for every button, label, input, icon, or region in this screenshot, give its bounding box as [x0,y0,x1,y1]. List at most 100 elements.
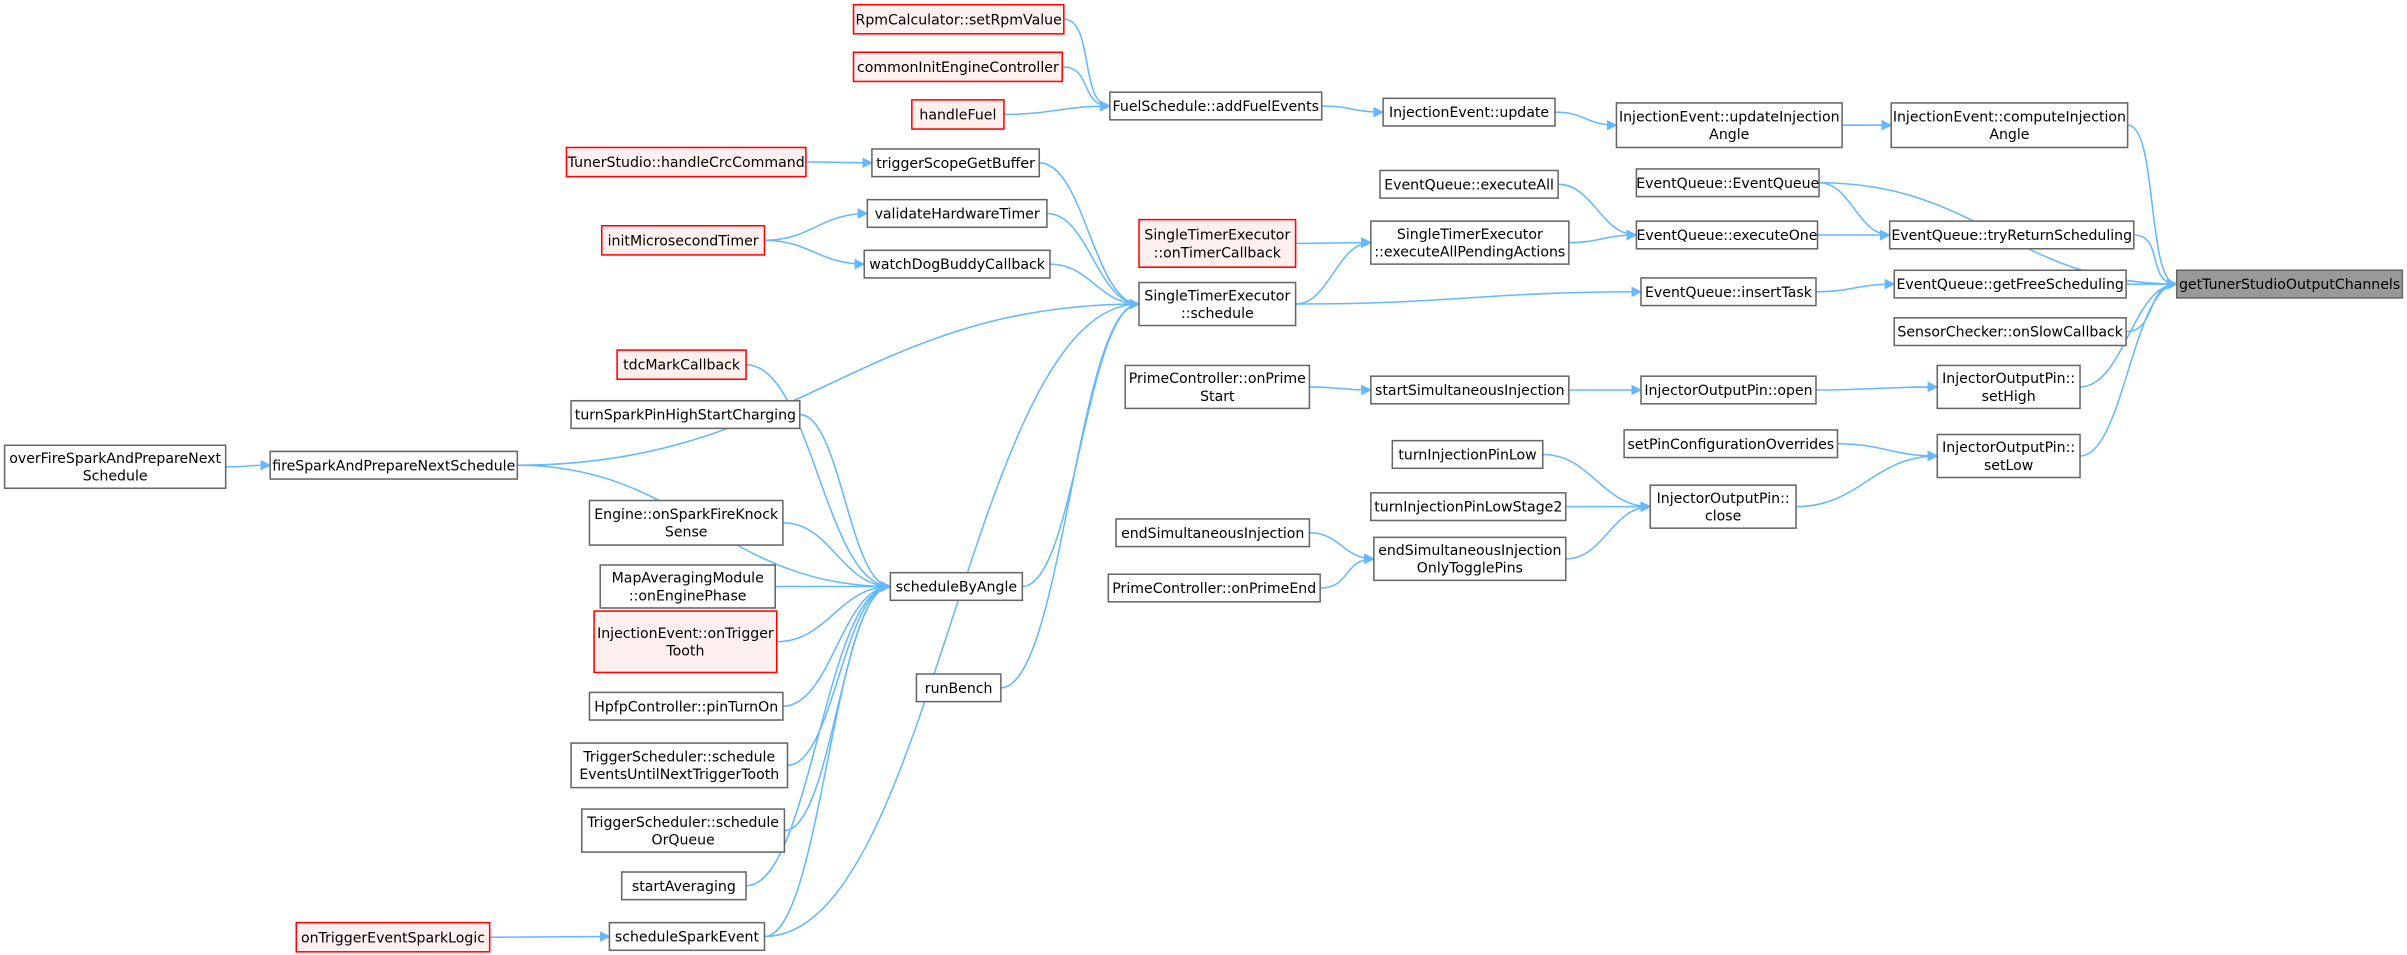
node-label: PrimeController::onPrime [1129,371,1306,387]
node-triggerscopegetbuffer[interactable]: triggerScopeGetBuffer [871,148,1041,178]
node-box [911,99,1005,130]
node-box [1370,492,1567,522]
edge-injTrig-to-sba [776,581,892,643]
node-label: HpfpController::pinTurnOn [594,699,778,715]
node-eventqueue-tryreturnscheduling[interactable]: EventQueue::tryReturnScheduling [1888,220,2135,250]
node-box [599,564,776,609]
node-startaveraging[interactable]: startAveraging [620,871,747,901]
edge-setHigh-to-getTS [2080,278,2178,388]
node-label: setHigh [1982,389,2036,405]
node-label: scheduleByAngle [896,580,1017,596]
edge-setLow-to-getTS [2079,278,2178,457]
node-label: EventQueue::insertTask [1645,285,1813,301]
node-label: initMicrosecondTimer [608,233,759,249]
edge-tryReturn-to-getTS [2133,234,2178,290]
node-rpmcalculator-setrpmvalue[interactable]: RpmCalculator::setRpmValue [852,3,1065,35]
node-box [1382,97,1556,127]
node-injectoroutputpin-setlow[interactable]: InjectorOutputPin::setLow [1936,433,2081,479]
node-label: EventQueue::EventQueue [1636,176,1819,192]
edges-layer [225,18,2178,942]
node-box [1138,218,1297,268]
node-label: runBench [925,681,993,697]
node-label: Engine::onSparkFireKnock [594,507,779,523]
node-box [2175,269,2404,299]
node-label: fireSparkAndPrepareNextSchedule [272,458,515,474]
node-schedulebyangle[interactable]: scheduleByAngle [889,571,1024,602]
node-fuelschedule-addfuelevents[interactable]: FuelSchedule::addFuelEvents [1109,91,1323,121]
node-eventqueue-getfreescheduling[interactable]: EventQueue::getFreeScheduling [1893,269,2127,299]
edge-pinClose-to-setLow [1796,450,1939,508]
edge-endSimOnly-to-pinClose [1565,501,1652,560]
node-initmicrosecondtimer[interactable]: initMicrosecondTimer [600,224,766,256]
node-label: InjectorOutputPin::open [1644,383,1812,399]
node-eventqueue-eventqueue[interactable]: EventQueue::EventQueue [1635,168,1820,198]
node-triggerscheduler-schedule-eventsuntilnexttriggertooth[interactable]: TriggerScheduler::scheduleEventsUntilNex… [570,742,789,789]
node-box [1370,375,1570,405]
node-box [269,450,519,480]
edge-turnSpark-to-sba [799,413,892,592]
node-commoninitenginecontroller[interactable]: commonInitEngineController [852,51,1064,83]
node-label: TriggerScheduler::schedule [586,815,779,831]
node-startsimultaneousinjection[interactable]: startSimultaneousInjection [1370,375,1570,405]
edge-schedSpark-to-sba [764,581,892,938]
node-label: EventQueue::executeAll [1384,177,1554,193]
node-ontriggereventsparklogic[interactable]: onTriggerEventSparkLogic [295,921,491,953]
node-turninjectionpinlow[interactable]: turnInjectionPinLow [1391,439,1544,470]
node-singletimerexecutor-ontimercallback[interactable]: SingleTimerExecutor::onTimerCallback [1138,218,1297,268]
node-label: MapAveragingModule [612,571,764,587]
node-injectoroutputpin-open[interactable]: InjectorOutputPin::open [1640,375,1817,405]
node-singletimerexecutor-executeallpendingactions[interactable]: SingleTimerExecutor::executeAllPendingAc… [1370,220,1570,265]
node-label: InjectorOutputPin:: [1942,371,2075,387]
node-box [1115,518,1311,548]
node-label: RpmCalculator::setRpmValue [856,12,1062,28]
node-handlefuel[interactable]: handleFuel [911,99,1005,130]
node-runbench[interactable]: runBench [915,673,1002,703]
node-turninjectionpinlowstage2[interactable]: turnInjectionPinLowStage2 [1370,492,1567,522]
node-schedulesparkevent[interactable]: scheduleSparkEvent [608,921,766,952]
edge-pinOpen-to-setHigh [1815,381,1939,393]
node-hpfpcontroller-pinturnon[interactable]: HpfpController::pinTurnOn [588,691,784,721]
node-box [3,444,227,490]
node-eventqueue-inserttask[interactable]: EventQueue::insertTask [1640,277,1817,307]
edge-runBench-to-schedule [1000,298,1141,689]
node-gettunerstudiooutputchannels[interactable]: getTunerStudioOutputChannels [2175,269,2404,299]
edge-endSim-to-endSimOnly [1309,531,1375,565]
node-label: watchDogBuddyCallback [869,257,1045,273]
node-singletimerexecutor-schedule[interactable]: SingleTimerExecutor::schedule [1138,281,1297,327]
node-label: SingleTimerExecutor [1397,227,1543,243]
node-injectoroutputpin-close[interactable]: InjectorOutputPin::close [1649,484,1797,529]
node-label: InjectorOutputPin:: [1657,491,1790,507]
node-box [852,3,1065,35]
node-label: OrQueue [651,832,714,848]
node-turnsparkpinhighstartcharging[interactable]: turnSparkPinHighStartCharging [570,399,801,430]
node-box [1373,536,1567,582]
node-validatehardwaretimer[interactable]: validateHardwareTimer [866,198,1048,229]
node-setpinconfigurationoverrides[interactable]: setPinConfigurationOverrides [1623,429,1839,459]
edge-primeEnd-to-endSimOnly [1320,553,1375,589]
node-endsimultaneousinjection[interactable]: endSimultaneousInjection [1115,518,1311,548]
node-injectoroutputpin-sethigh[interactable]: InjectorOutputPin::setHigh [1936,364,2081,410]
node-eventqueue-executeall[interactable]: EventQueue::executeAll [1379,169,1559,199]
node-injectionevent-update[interactable]: InjectionEvent::update [1382,97,1556,127]
node-label: getTunerStudioOutputChannels [2179,277,2400,293]
node-tdcmarkcallback[interactable]: tdcMarkCallback [616,349,747,381]
node-label: ::onEnginePhase [629,588,747,604]
node-tunerstudio-handlecrccommand[interactable]: TunerStudio::handleCrcCommand [565,146,807,178]
node-eventqueue-executeone[interactable]: EventQueue::executeOne [1635,220,1819,250]
node-label: SingleTimerExecutor [1144,288,1290,304]
node-sensorchecker-onslowcallback[interactable]: SensorChecker::onSlowCallback [1893,317,2127,347]
node-mapaveragingmodule-onenginephase[interactable]: MapAveragingModule::onEnginePhase [599,564,776,609]
node-primecontroller-onprimeend[interactable]: PrimeController::onPrimeEnd [1107,573,1321,603]
edge-handleFuel-to-addFuel [1003,100,1111,116]
node-watchdogbuddycallback[interactable]: watchDogBuddyCallback [863,249,1051,279]
node-firesparkandpreparenextschedule[interactable]: fireSparkAndPrepareNextSchedule [269,450,519,480]
edge-execAll-to-execOne [1558,183,1638,241]
